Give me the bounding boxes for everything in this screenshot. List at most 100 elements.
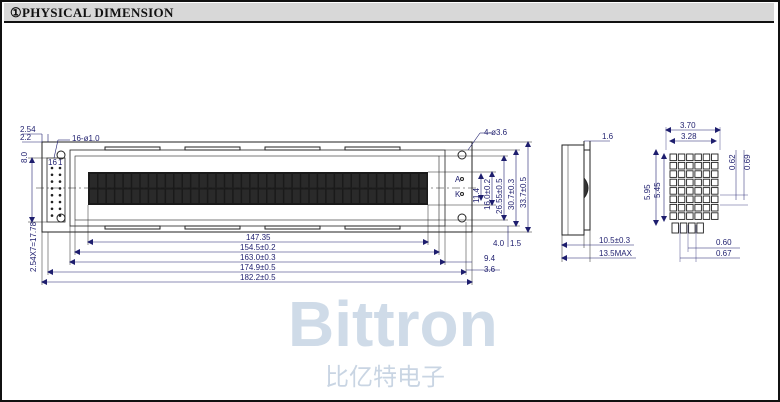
dot-cell	[702, 178, 711, 187]
dot-cell	[669, 178, 677, 187]
label-width-pcb: 182.2±0.5	[240, 273, 276, 282]
side-view	[561, 140, 636, 262]
dot-cell	[694, 212, 702, 220]
watermark: Bittron 比亿特电子	[288, 288, 498, 391]
char-cell	[284, 174, 292, 188]
char-cell	[98, 174, 106, 188]
char-cell	[377, 174, 385, 188]
label-max-thickness: 13.5MAX	[599, 249, 633, 258]
label-offset-3-6: 3.6	[484, 265, 496, 274]
char-cell	[216, 174, 224, 188]
dot-cell	[686, 195, 694, 204]
character-cells	[90, 174, 427, 203]
top-tab-4	[344, 146, 401, 151]
dot-cell	[711, 195, 719, 204]
label-char-width: 3.70	[680, 121, 696, 130]
label-dots-height: 5.45	[653, 182, 662, 198]
pin-hole	[58, 173, 62, 177]
dot-grid	[669, 153, 719, 234]
dot-cell	[702, 170, 711, 178]
label-dot-width: 0.60	[716, 238, 732, 247]
label-pin-holes: 16-ø1.0	[72, 134, 100, 143]
pin-hole	[50, 187, 54, 190]
pin-hole	[58, 207, 62, 211]
dot-cell-partial	[671, 222, 679, 234]
dot-cell	[677, 195, 686, 204]
dot-cell	[694, 178, 702, 187]
dot-cell-partial	[696, 222, 704, 234]
dot-cell	[702, 212, 711, 220]
dot-cell	[702, 195, 711, 204]
pin-hole	[50, 173, 54, 177]
char-cell	[309, 174, 317, 188]
pad-anode	[460, 177, 464, 181]
pin-hole	[58, 200, 62, 204]
dot-cell	[686, 187, 694, 195]
char-cell	[132, 189, 140, 203]
char-cell	[318, 189, 326, 203]
side-bump	[583, 177, 589, 199]
dot-cell	[677, 212, 686, 220]
dot-cell-partial	[679, 222, 688, 234]
pad-cathode	[460, 192, 464, 196]
char-cell	[149, 174, 157, 188]
pin-hole	[58, 180, 62, 183]
label-height-char: 11.4	[472, 187, 481, 203]
dot-cell	[702, 153, 711, 162]
dot-cell	[694, 153, 702, 162]
char-cell	[368, 174, 376, 188]
char-cell	[267, 174, 275, 188]
char-cell	[199, 189, 207, 203]
dot-cell	[686, 178, 694, 187]
char-cell	[115, 189, 123, 203]
char-cell	[411, 174, 419, 188]
char-cell	[394, 189, 402, 203]
char-cell	[242, 174, 250, 188]
dot-cell	[669, 203, 677, 212]
char-cell	[402, 189, 410, 203]
char-cell	[90, 189, 97, 203]
dot-cell	[694, 161, 702, 170]
label-width-window: 154.5±0.2	[240, 243, 276, 252]
dot-cell-partial	[688, 222, 696, 234]
pin-hole	[50, 166, 54, 170]
char-cell	[259, 174, 266, 188]
char-cell	[208, 189, 216, 203]
dot-cell	[669, 187, 677, 195]
pin-hole	[50, 193, 54, 197]
bottom-tab-3	[264, 225, 321, 230]
dot-cell	[677, 187, 686, 195]
label-width-pcb-inner: 174.9±0.5	[240, 263, 276, 272]
char-cell	[394, 174, 402, 188]
dot-cell	[686, 153, 694, 162]
side-body	[561, 144, 585, 236]
label-height-pcb: 33.7±0.5	[519, 176, 528, 208]
char-cell	[343, 189, 351, 203]
dot-cell	[677, 178, 686, 187]
char-cell	[199, 174, 207, 188]
char-cell	[385, 189, 393, 203]
dot-cell	[669, 212, 677, 220]
char-cell	[275, 189, 283, 203]
dot-cell	[694, 195, 702, 204]
char-cell	[157, 189, 165, 203]
dot-cell	[677, 153, 686, 162]
char-cell	[182, 189, 190, 203]
label-anode: A	[455, 175, 461, 184]
char-cell	[149, 189, 157, 203]
bottom-tab-2	[184, 225, 241, 230]
char-cell	[419, 189, 427, 203]
dot-cell	[694, 203, 702, 212]
top-tab-1	[104, 146, 161, 151]
dot-cell	[686, 212, 694, 220]
label-thickness: 10.5±0.3	[599, 236, 631, 245]
pin-hole	[50, 207, 54, 211]
char-cell	[259, 189, 266, 203]
label-char-height: 5.95	[643, 184, 652, 200]
char-cell	[335, 174, 343, 188]
dot-cell	[677, 170, 686, 178]
label-pin-length: 1.6	[602, 132, 614, 141]
char-cell	[216, 189, 224, 203]
front-view-labels: 2.54 2.2 16-ø1.0 16 1 8.0 2.54X7=17.78 4…	[20, 125, 528, 282]
label-pitch-vertical: 0.62	[728, 154, 737, 170]
